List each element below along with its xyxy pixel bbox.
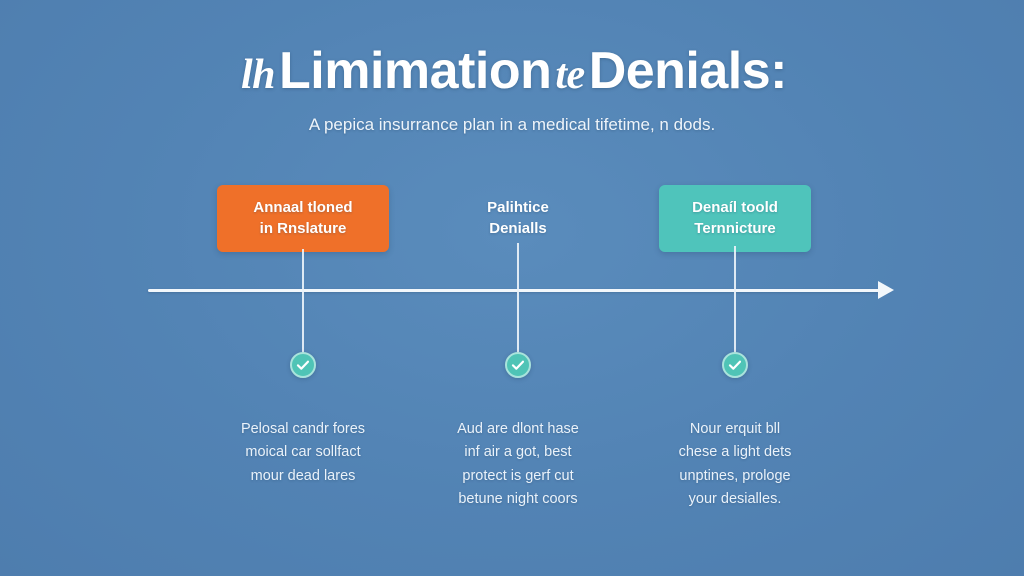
check-icon xyxy=(722,352,748,378)
header: lhLimimationteDenials: A pepica insurran… xyxy=(0,44,1024,135)
milestone-connector-1 xyxy=(302,249,304,361)
milestone-body-2: Aud are dlont hase inf air a got, best p… xyxy=(457,421,579,508)
page-title: lhLimimationteDenials: xyxy=(0,44,1024,99)
milestone-connector-2 xyxy=(517,243,519,361)
milestone-body-3: Nour erquit bll chese a light dets unpti… xyxy=(678,421,792,508)
milestone-card-1[interactable]: Annaal tloned in Rnslature xyxy=(217,185,389,252)
title-main-second: Denials: xyxy=(588,42,788,100)
timeline-axis-line xyxy=(148,289,890,292)
timeline-arrow-icon xyxy=(878,281,894,299)
page-subtitle: A pepica insurrance plan in a medical ti… xyxy=(308,114,716,134)
check-icon xyxy=(505,352,531,378)
milestone-card-3[interactable]: Denaíl toold Ternnicture xyxy=(659,185,811,252)
check-icon xyxy=(290,352,316,378)
title-script-connector: te xyxy=(555,52,585,98)
milestone-card-2[interactable]: Palihtice Denialls xyxy=(487,199,549,238)
milestone-connector-3 xyxy=(734,246,736,361)
title-main-first: Limimation xyxy=(279,42,552,100)
milestone-body-1: Pelosal candr fores moical car sollfact … xyxy=(240,421,366,484)
title-script-prefix: lh xyxy=(241,52,276,98)
